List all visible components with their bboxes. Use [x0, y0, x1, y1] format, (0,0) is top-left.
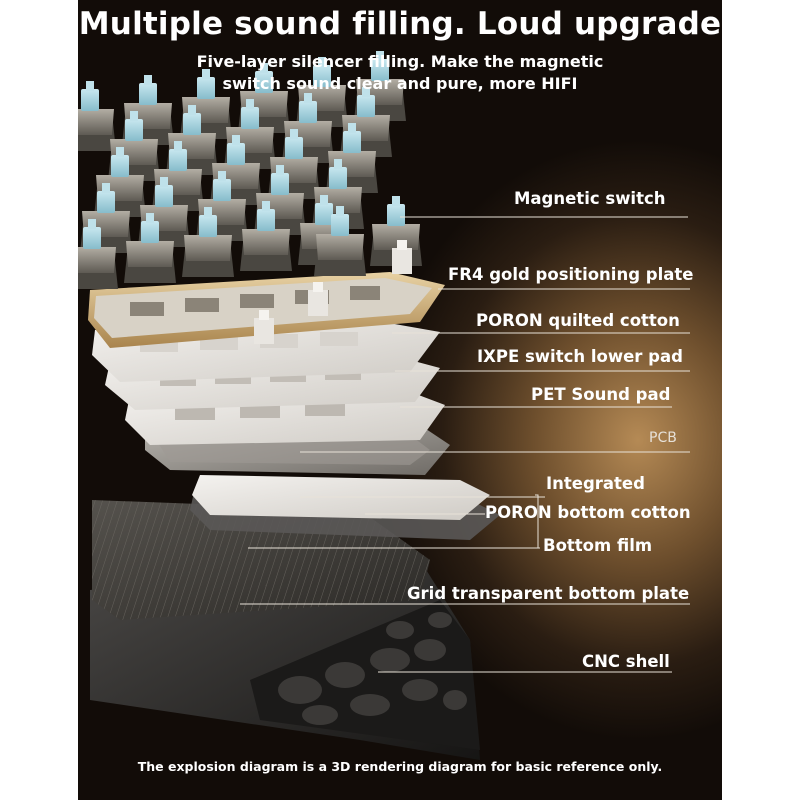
label-magnetic-switch: Magnetic switch [514, 189, 666, 208]
dark-background-panel [78, 0, 722, 800]
magnetic-switch-array [78, 51, 422, 344]
bottom-cotton-layer [190, 475, 500, 540]
label-pet-pad: PET Sound pad [531, 385, 671, 404]
label-fr4-plate: FR4 gold positioning plate [448, 265, 694, 284]
label-poron-bottom: PORON bottom cotton [485, 503, 691, 522]
label-pcb: PCB [649, 430, 677, 446]
stabilizer-stem [308, 282, 328, 316]
leader-line [535, 494, 539, 548]
magnetic-switch [240, 201, 292, 271]
subtitle-line-2: switch sound clear and pure, more HIFI [222, 74, 578, 93]
label-cnc-shell: CNC shell [582, 652, 670, 671]
magnetic-switch [124, 213, 176, 283]
magnetic-switch [182, 207, 234, 277]
footnote: The explosion diagram is a 3D rendering … [137, 759, 663, 774]
label-ixpe-pad: IXPE switch lower pad [477, 347, 683, 366]
label-grid-plate: Grid transparent bottom plate [407, 584, 690, 603]
stabilizer-stem [392, 240, 412, 274]
label-poron-quilted: PORON quilted cotton [476, 311, 680, 330]
magnetic-switch [78, 219, 118, 289]
magnetic-switch [370, 196, 422, 266]
magnetic-switch [78, 81, 116, 151]
label-bottom-film: Bottom film [543, 536, 653, 555]
stabilizer-stem [254, 310, 274, 344]
leader-lines [240, 216, 690, 673]
page-title: Multiple sound filling. Loud upgrade [78, 6, 722, 42]
subtitle-line-1: Five-layer silencer filling. Make the ma… [196, 52, 604, 71]
magnetic-switch [166, 105, 218, 175]
label-integrated: Integrated [546, 474, 645, 493]
magnetic-switch [314, 206, 366, 276]
exploded-keyboard-diagram [78, 51, 690, 760]
